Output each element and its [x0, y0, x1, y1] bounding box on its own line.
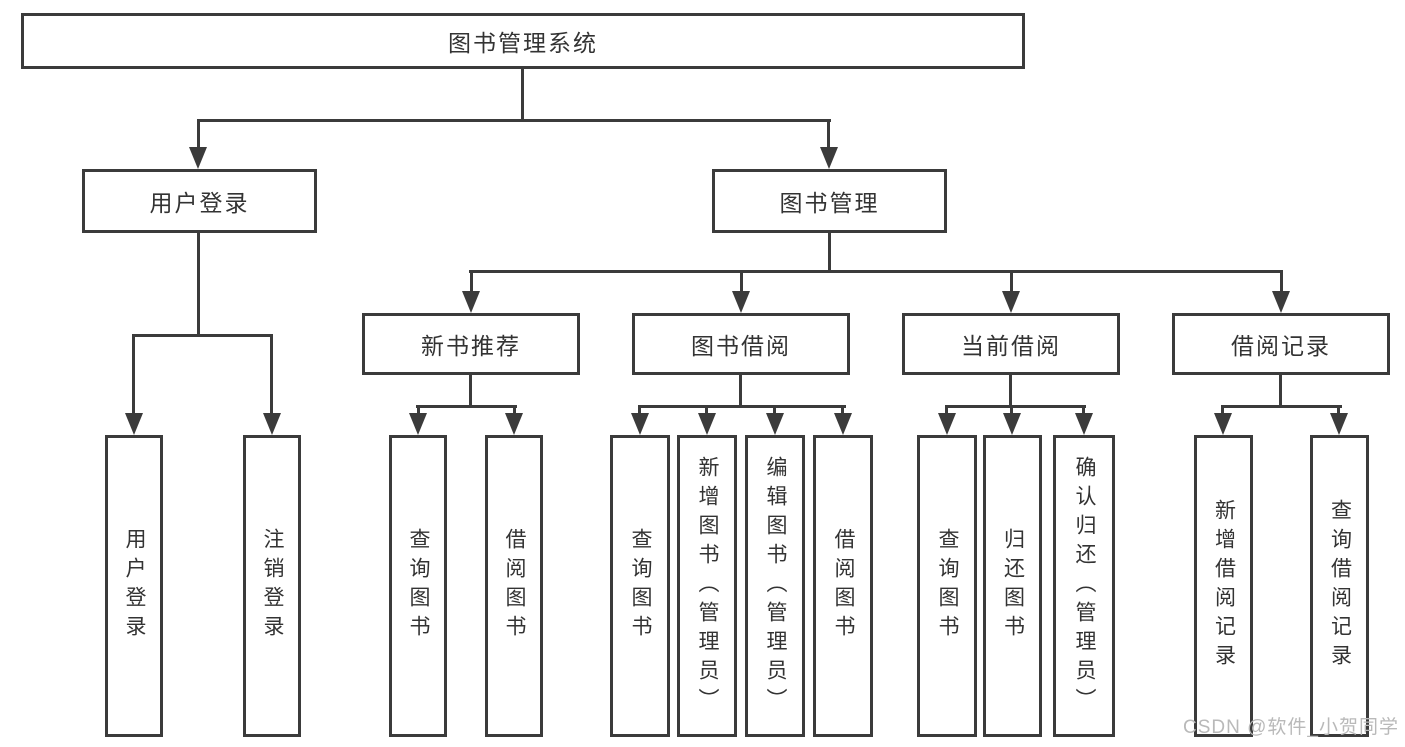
connector-new-rec-stem	[469, 375, 472, 408]
node-cb-return-books: 归还图书	[983, 435, 1042, 737]
connector-user-login-branch	[132, 334, 273, 337]
arrowhead-borrow	[732, 291, 750, 313]
node-cb-return-books-label: 归还图书	[1001, 528, 1025, 644]
connector-leaf-stub	[1010, 405, 1013, 416]
arrowhead-new-rec	[462, 291, 480, 313]
arrowhead-br-query	[1330, 413, 1348, 435]
node-cb-confirm-return: 确认归还（管理员）	[1053, 435, 1115, 737]
node-book-management: 图书管理	[712, 169, 947, 233]
node-current-borrow-label: 当前借阅	[961, 333, 1061, 359]
arrowhead-cb-query	[938, 413, 956, 435]
node-br-query-record-label: 查询借阅记录	[1328, 499, 1352, 673]
node-bb-query-books-label: 查询图书	[629, 528, 652, 644]
arrowhead-rec-borrow	[505, 413, 523, 435]
connector-current-stub	[1010, 270, 1013, 293]
connector-new-rec-stub	[470, 270, 473, 293]
node-cb-query-books-label: 查询图书	[936, 528, 959, 644]
node-bb-edit-books-label: 编辑图书（管理员）	[764, 455, 787, 717]
node-borrow-records: 借阅记录	[1172, 313, 1390, 375]
connector-logout-stub	[270, 334, 273, 415]
connector-records-branch	[1221, 405, 1342, 408]
node-book-borrow-label: 图书借阅	[691, 333, 791, 359]
connector-root-branch	[197, 119, 831, 122]
node-root-label: 图书管理系统	[448, 30, 598, 56]
connector-book-mgmt-branch	[469, 270, 1283, 273]
node-bb-add-books: 新增图书（管理员）	[677, 435, 737, 737]
node-user-login: 用户登录	[82, 169, 317, 233]
arrowhead-bb-borrow	[834, 413, 852, 435]
node-bb-edit-books: 编辑图书（管理员）	[745, 435, 805, 737]
watermark: CSDN @软件_小贺同学	[1183, 717, 1399, 738]
arrowhead-bb-query	[631, 413, 649, 435]
connector-leaf-stub	[1082, 405, 1085, 416]
arrowhead-cb-return	[1003, 413, 1021, 435]
arrowhead-records	[1272, 291, 1290, 313]
node-user-login-label: 用户登录	[149, 190, 250, 216]
connector-leaf-stub	[638, 405, 641, 416]
connector-records-stem	[1279, 375, 1282, 408]
node-root: 图书管理系统	[21, 13, 1025, 69]
node-logout: 注销登录	[243, 435, 301, 737]
arrowhead-login	[125, 413, 143, 435]
node-rec-query-books-label: 查询图书	[407, 528, 430, 644]
connector-current-stem	[1009, 375, 1012, 408]
arrowhead-user-login	[189, 147, 207, 169]
connector-leaf-stub	[945, 405, 948, 416]
connector-book-mgmt-stem	[828, 233, 831, 272]
node-book-borrow: 图书借阅	[632, 313, 850, 375]
connector-leaf-stub	[513, 405, 516, 416]
arrowhead-current	[1002, 291, 1020, 313]
node-br-add-record: 新增借阅记录	[1194, 435, 1253, 737]
node-bb-add-books-label: 新增图书（管理员）	[696, 455, 719, 717]
node-login: 用户登录	[105, 435, 163, 737]
node-bb-borrow-books-label: 借阅图书	[832, 528, 855, 644]
arrowhead-book-mgmt	[820, 147, 838, 169]
connector-new-rec-branch	[416, 405, 517, 408]
connector-leaf-stub	[841, 405, 844, 416]
node-bb-query-books: 查询图书	[610, 435, 670, 737]
node-new-book-recommend-label: 新书推荐	[421, 333, 521, 359]
connector-login-stub	[132, 334, 135, 415]
node-book-management-label: 图书管理	[779, 190, 880, 216]
node-rec-borrow-books-label: 借阅图书	[503, 528, 526, 644]
node-cb-confirm-return-label: 确认归还（管理员）	[1073, 455, 1096, 717]
connector-leaf-stub	[773, 405, 776, 416]
node-borrow-records-label: 借阅记录	[1231, 333, 1331, 359]
connector-leaf-stub	[1221, 405, 1224, 416]
node-br-query-record: 查询借阅记录	[1310, 435, 1369, 737]
arrowhead-cb-confirm	[1075, 413, 1093, 435]
connector-borrow-stub	[740, 270, 743, 293]
connector-leaf-stub	[705, 405, 708, 416]
connector-current-branch	[945, 405, 1086, 408]
node-cb-query-books: 查询图书	[917, 435, 977, 737]
connector-leaf-stub	[1337, 405, 1340, 416]
node-login-label: 用户登录	[123, 528, 146, 644]
arrowhead-rec-query	[409, 413, 427, 435]
connector-borrow-stem	[739, 375, 742, 408]
arrowhead-bb-edit	[766, 413, 784, 435]
arrowhead-bb-add	[698, 413, 716, 435]
node-rec-borrow-books: 借阅图书	[485, 435, 543, 737]
connector-records-stub	[1280, 270, 1283, 293]
node-rec-query-books: 查询图书	[389, 435, 447, 737]
node-new-book-recommend: 新书推荐	[362, 313, 580, 375]
connector-user-login-stub	[197, 119, 200, 150]
connector-book-mgmt-stub	[827, 119, 830, 150]
connector-leaf-stub	[417, 405, 420, 416]
connector-borrow-branch	[638, 405, 846, 408]
connector-user-login-stem	[197, 233, 200, 336]
connector-root-stem	[521, 69, 524, 119]
node-br-add-record-label: 新增借阅记录	[1212, 499, 1236, 673]
arrowhead-br-add	[1214, 413, 1232, 435]
node-logout-label: 注销登录	[261, 528, 284, 644]
arrowhead-logout	[263, 413, 281, 435]
node-bb-borrow-books: 借阅图书	[813, 435, 873, 737]
node-current-borrow: 当前借阅	[902, 313, 1120, 375]
